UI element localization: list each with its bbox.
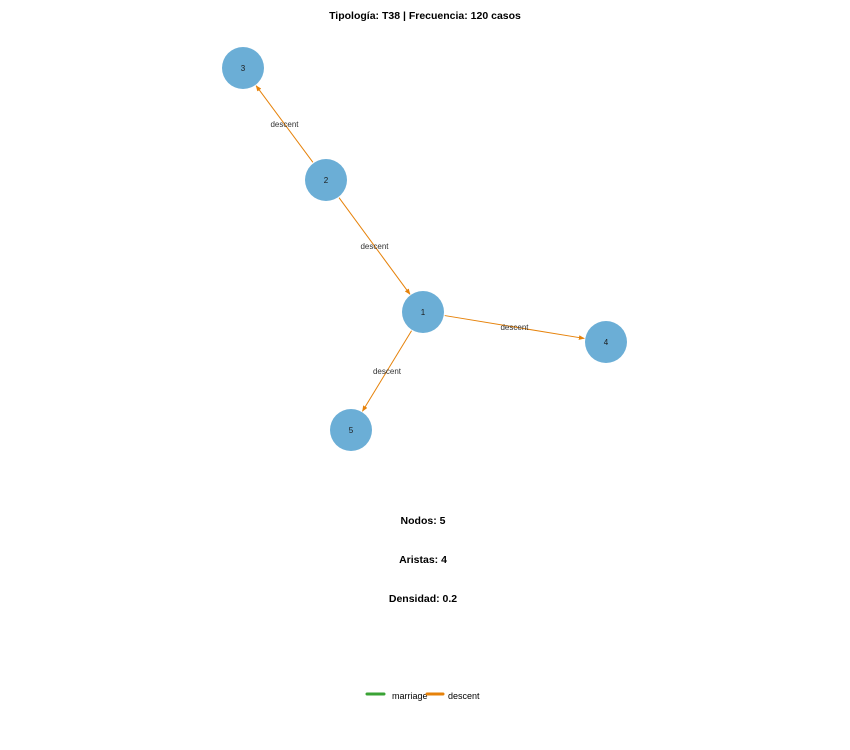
stat-edges: Aristas: 4	[399, 554, 447, 566]
stat-density: Densidad: 0.2	[389, 593, 457, 605]
edge-1-4	[444, 315, 585, 340]
node-circle-3	[222, 47, 264, 89]
edge-label-1-4: descent	[500, 323, 529, 332]
node-label-3: 3	[241, 64, 246, 73]
nodes-layer: 1 2 3 4 5	[222, 47, 627, 451]
edge-2-1	[338, 197, 411, 295]
node-label-4: 4	[604, 338, 609, 347]
node-5: 5	[330, 409, 372, 451]
edge-label-2-3: descent	[270, 120, 299, 129]
node-label-5: 5	[349, 426, 354, 435]
edges-layer: descent descent descent descent	[255, 85, 585, 412]
node-circle-5	[330, 409, 372, 451]
node-circle-1	[402, 291, 444, 333]
edge-1-5	[362, 330, 412, 412]
edge-label-1-5: descent	[373, 367, 402, 376]
node-label-2: 2	[324, 176, 329, 185]
diagram-title: Tipología: T38 | Frecuencia: 120 casos	[329, 10, 521, 22]
stat-nodes: Nodos: 5	[401, 515, 446, 527]
node-4: 4	[585, 321, 627, 363]
node-1: 1	[402, 291, 444, 333]
node-circle-4	[585, 321, 627, 363]
edge-label-2-1: descent	[360, 242, 389, 251]
node-2: 2	[305, 159, 347, 201]
node-3: 3	[222, 47, 264, 89]
node-circle-2	[305, 159, 347, 201]
legend: marriage descent	[365, 691, 480, 701]
legend-label-descent: descent	[448, 691, 480, 701]
edge-2-3	[255, 85, 314, 163]
node-label-1: 1	[421, 308, 426, 317]
legend-label-marriage: marriage	[392, 691, 428, 701]
